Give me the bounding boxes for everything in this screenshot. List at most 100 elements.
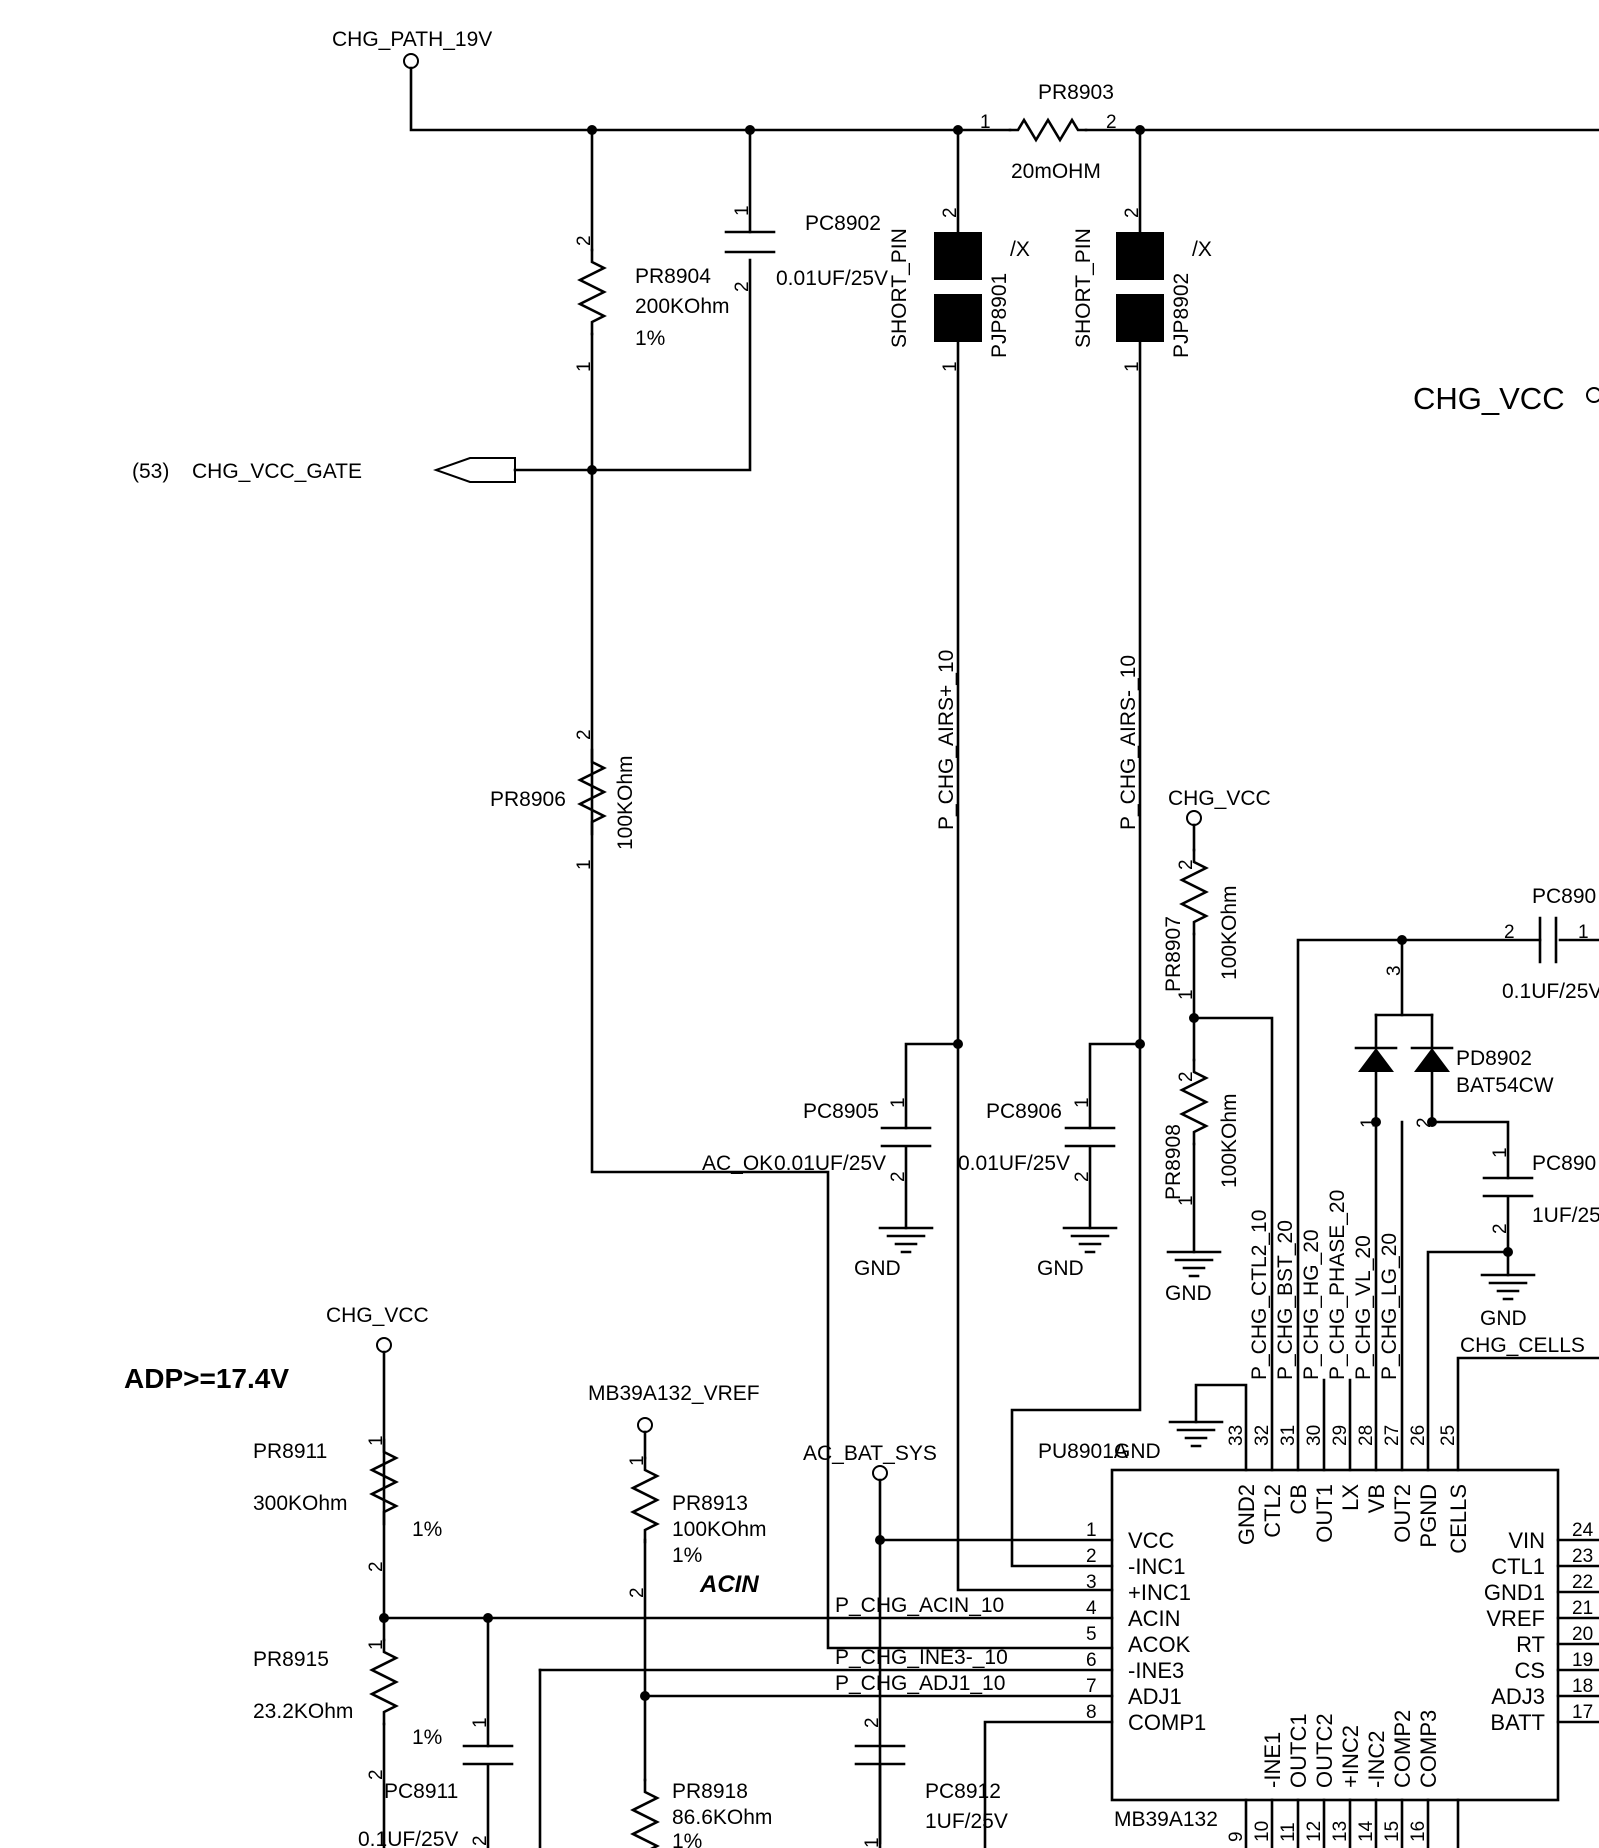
svg-text:PR8904: PR8904 xyxy=(635,265,711,288)
power-port-mb39a132-vref: MB39A132_VREF xyxy=(588,1382,760,1433)
ic-pin-name: +INC1 xyxy=(1128,1580,1191,1605)
svg-text:1: 1 xyxy=(940,361,961,372)
svg-text:2: 2 xyxy=(470,1835,491,1846)
svg-text:2: 2 xyxy=(1176,859,1197,870)
svg-text:2: 2 xyxy=(1122,207,1143,218)
ic-pin-number: 32 xyxy=(1252,1425,1273,1446)
ic-pin-name: OUTC2 xyxy=(1312,1713,1337,1788)
ic-pin-name: VIN xyxy=(1508,1528,1545,1553)
capacitor-pc8905: PC8905 AC_OK 0.01UF/25V 1 2 xyxy=(702,1097,932,1182)
net-label-chg-cells: CHG_CELLS xyxy=(1460,1334,1585,1357)
net-port-chg-vcc-gate: (53) CHG_VCC_GATE xyxy=(132,457,516,483)
svg-text:PJP8901: PJP8901 xyxy=(988,273,1011,358)
ic-pin-number: 9 xyxy=(1226,1831,1247,1842)
svg-text:/X: /X xyxy=(1192,238,1212,261)
svg-text:1: 1 xyxy=(574,361,595,372)
ic-pin-number: 10 xyxy=(1252,1821,1273,1842)
svg-text:PC890: PC890 xyxy=(1532,885,1596,908)
svg-text:P_CHG_VL_20: P_CHG_VL_20 xyxy=(1352,1235,1375,1380)
svg-text:1: 1 xyxy=(1176,1195,1197,1206)
svg-text:CHG_VCC: CHG_VCC xyxy=(1168,787,1271,810)
svg-text:86.6KOhm: 86.6KOhm xyxy=(672,1806,772,1829)
ic-pin-number: 11 xyxy=(1278,1822,1299,1842)
svg-text:2: 2 xyxy=(1490,1223,1511,1234)
ic-pin-number: 3 xyxy=(1086,1572,1097,1593)
power-port-ac-bat-sys: AC_BAT_SYS xyxy=(803,1442,937,1481)
net-label-acin: P_CHG_ACIN_10 xyxy=(835,1594,1004,1617)
ic-pin-number: 31 xyxy=(1278,1425,1299,1446)
ic-pin-number: 16 xyxy=(1408,1821,1429,1842)
ic-pin-name: VB xyxy=(1364,1484,1389,1513)
gnd-symbol-pc8907: GND xyxy=(1480,1273,1536,1330)
svg-text:1: 1 xyxy=(366,1435,387,1446)
svg-text:2: 2 xyxy=(1504,922,1515,943)
resistor-pr8911: PR8911 300KOhm 1% 1 2 xyxy=(253,1435,442,1572)
svg-text:AC_BAT_SYS: AC_BAT_SYS xyxy=(803,1442,937,1465)
svg-text:GND: GND xyxy=(1480,1307,1527,1330)
ic-pin-number: 28 xyxy=(1356,1425,1377,1446)
svg-text:BAT54CW: BAT54CW xyxy=(1456,1074,1554,1097)
svg-text:GND: GND xyxy=(1037,1257,1084,1280)
ic-pin-name: -INC1 xyxy=(1128,1554,1185,1579)
note-adp-threshold: ADP>=17.4V xyxy=(124,1363,289,1394)
ic-pin-number: 1 xyxy=(1086,1520,1097,1541)
ic-pin-number: 33 xyxy=(1226,1425,1247,1446)
ic-pin-name: CB xyxy=(1286,1484,1311,1515)
ic-pin-name: BATT xyxy=(1490,1710,1545,1735)
svg-text:GND: GND xyxy=(854,1257,901,1280)
svg-text:23.2KOhm: 23.2KOhm xyxy=(253,1700,353,1723)
ic-pin-name: -INE1 xyxy=(1260,1732,1285,1788)
svg-text:2: 2 xyxy=(1106,112,1117,133)
svg-text:MB39A132_VREF: MB39A132_VREF xyxy=(588,1382,760,1405)
note-acin: ACIN xyxy=(699,1571,759,1598)
svg-text:0.1UF/25V: 0.1UF/25V xyxy=(358,1828,458,1848)
svg-text:1: 1 xyxy=(980,112,991,133)
ic-pin-name: CS xyxy=(1514,1658,1545,1683)
ic-bottom-pins: 9-INE110OUTC111OUTC212+INC213-INC214COMP… xyxy=(1226,1710,1441,1842)
ic-pin-name: PGND xyxy=(1416,1484,1441,1548)
svg-text:PR8907: PR8907 xyxy=(1162,916,1185,992)
net-label-airs-minus: P_CHG_AIRS-_10 xyxy=(1117,655,1140,830)
ic-pin-number: 6 xyxy=(1086,1650,1097,1671)
ic-pin-number: 30 xyxy=(1304,1425,1325,1446)
ic-pin-number: 25 xyxy=(1438,1425,1459,1446)
svg-text:1: 1 xyxy=(574,859,595,870)
svg-text:1%: 1% xyxy=(412,1726,442,1749)
svg-text:20mOHM: 20mOHM xyxy=(1011,160,1101,183)
ic-pin-name: CELLS xyxy=(1446,1484,1471,1554)
ic-pin-name: ADJ3 xyxy=(1491,1684,1545,1709)
svg-text:1: 1 xyxy=(366,1639,387,1650)
ic-pin-number: 17 xyxy=(1572,1702,1593,1723)
ic-pin-number: 26 xyxy=(1408,1425,1429,1446)
svg-text:2: 2 xyxy=(862,1717,883,1728)
ic-pin-number: 15 xyxy=(1382,1821,1403,1842)
diode-pd8902: PD8902 BAT54CW 3 1 2 xyxy=(1354,965,1554,1128)
gnd-symbol-pc8905: GND xyxy=(854,1226,934,1280)
capacitor-pc8906: PC8906 0.01UF/25V 1 2 xyxy=(958,1097,1116,1182)
ic-pin-name: -INE3 xyxy=(1128,1658,1184,1683)
ic-pin-name: CTL1 xyxy=(1491,1554,1545,1579)
svg-text:MB39A132: MB39A132 xyxy=(1114,1808,1218,1831)
ic-pin-name: LX xyxy=(1338,1484,1363,1511)
svg-text:2: 2 xyxy=(1414,1117,1435,1128)
svg-text:PC8912: PC8912 xyxy=(925,1780,1001,1803)
short-pin-pjp8901: SHORT_PIN PJP8901 /X 2 1 xyxy=(888,207,1030,372)
ic-pin-name: COMP3 xyxy=(1416,1710,1441,1788)
ic-pin-number: 4 xyxy=(1086,1598,1097,1619)
svg-text:CHG_VCC: CHG_VCC xyxy=(326,1304,429,1327)
svg-text:PU8901A: PU8901A xyxy=(1038,1440,1128,1463)
ic-pin-number: 14 xyxy=(1356,1820,1377,1842)
svg-text:100KOhm: 100KOhm xyxy=(1218,1093,1241,1188)
svg-text:P_CHG_CTL2_10: P_CHG_CTL2_10 xyxy=(1248,1210,1271,1380)
svg-text:2: 2 xyxy=(366,1561,387,1572)
svg-text:300KOhm: 300KOhm xyxy=(253,1492,348,1515)
svg-text:0.1UF/25V: 0.1UF/25V xyxy=(1502,980,1599,1003)
svg-text:CHG_VCC_GATE: CHG_VCC_GATE xyxy=(192,460,362,483)
ic-pin-name: CTL2 xyxy=(1260,1484,1285,1538)
svg-text:CHG_PATH_19V: CHG_PATH_19V xyxy=(332,28,492,51)
svg-text:2: 2 xyxy=(940,207,961,218)
short-pin-pjp8902: SHORT_PIN PJP8902 /X 2 1 xyxy=(1072,207,1212,372)
svg-text:2: 2 xyxy=(732,281,753,292)
ic-pin-name: OUTC1 xyxy=(1286,1713,1311,1788)
